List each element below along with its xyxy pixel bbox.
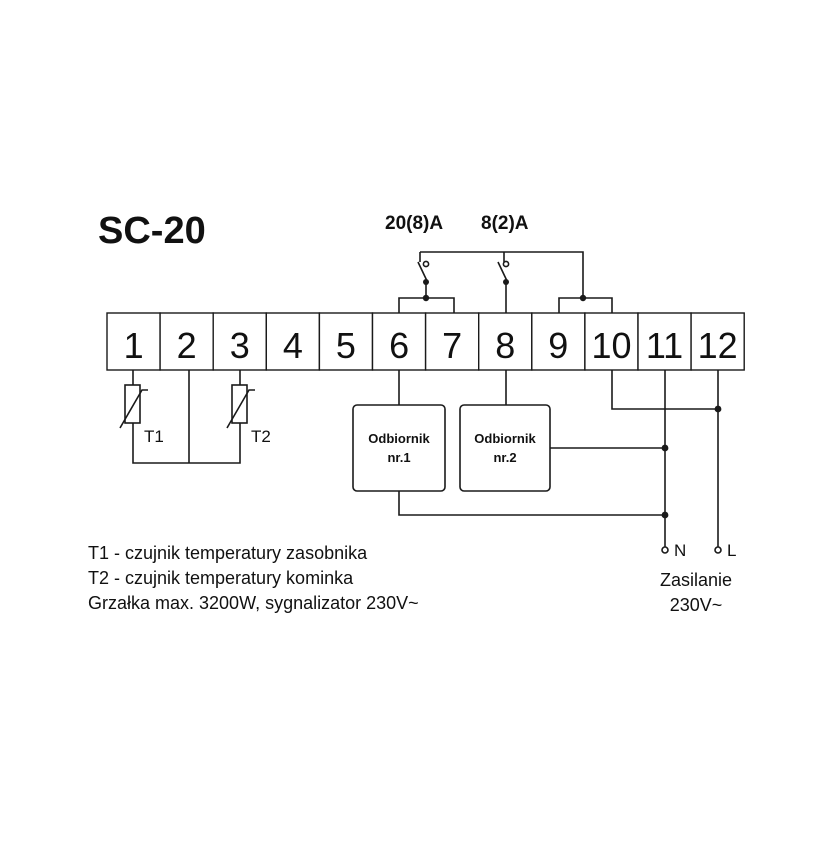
thermistor-t2-icon (226, 384, 255, 429)
load1-label-line1: Odbiornik (368, 431, 430, 446)
terminal-label-1: 1 (124, 325, 144, 366)
neutral-label: N (674, 541, 686, 560)
terminal-label-7: 7 (442, 325, 462, 366)
bridge-9-10 (558, 297, 613, 313)
sensor-t1-wire (132, 370, 241, 464)
terminal-10-live-wire (611, 370, 718, 410)
neutral-terminal-icon (661, 546, 669, 554)
terminal-label-2: 2 (177, 325, 197, 366)
load1-neutral-wire (398, 491, 665, 516)
relay1-contact (417, 260, 430, 298)
live-terminal-icon (714, 546, 722, 554)
load2-label-line2: nr.2 (493, 450, 516, 465)
legend-line-t2: T2 - czujnik temperatury kominka (88, 568, 354, 588)
neutral-junction-load2 (661, 444, 669, 452)
relay2-contact (497, 260, 510, 313)
terminal-label-4: 4 (283, 325, 303, 366)
thermistor-t1-icon (119, 384, 148, 429)
terminal-label-5: 5 (336, 325, 356, 366)
legend-line-t1: T1 - czujnik temperatury zasobnika (88, 543, 368, 563)
terminal-4 (265, 312, 321, 371)
relay1-rating: 20(8)A (385, 213, 443, 234)
legend-line-heater: Grzałka max. 3200W, sygnalizator 230V~ (88, 593, 419, 613)
terminal-label-8: 8 (495, 325, 515, 366)
terminal-label-6: 6 (389, 325, 409, 366)
power-caption-line2: 230V~ (670, 595, 723, 615)
power-caption-line1: Zasilanie (660, 570, 732, 590)
sensor-t2-label: T2 (251, 427, 271, 446)
load1-box (352, 404, 446, 492)
terminal-label-9: 9 (548, 325, 568, 366)
terminal-12 (690, 312, 745, 371)
terminal-label-10: 10 (591, 325, 631, 366)
load2-box (459, 404, 551, 492)
load1-label-line2: nr.1 (387, 450, 410, 465)
terminal-5 (318, 312, 374, 371)
model-title: SC-20 (98, 210, 206, 252)
relay-common-bus (420, 251, 584, 298)
terminal-6 (371, 312, 427, 371)
live-junction (714, 405, 722, 413)
live-label: L (727, 541, 736, 560)
bridge-6-7-node (422, 294, 430, 302)
terminal-9 (531, 312, 586, 371)
load2-label-line1: Odbiornik (474, 431, 536, 446)
neutral-junction-load1 (661, 511, 669, 519)
sensor-t1-label: T1 (144, 427, 164, 446)
terminal-2 (159, 312, 214, 371)
relay2-rating: 8(2)A (481, 213, 529, 234)
terminal-label-12: 12 (698, 325, 738, 366)
terminal-3 (212, 312, 267, 371)
terminal-11 (637, 312, 692, 371)
bridge-9-10-node (579, 294, 587, 302)
terminal-label-3: 3 (230, 325, 250, 366)
terminal-label-11: 11 (646, 325, 683, 366)
